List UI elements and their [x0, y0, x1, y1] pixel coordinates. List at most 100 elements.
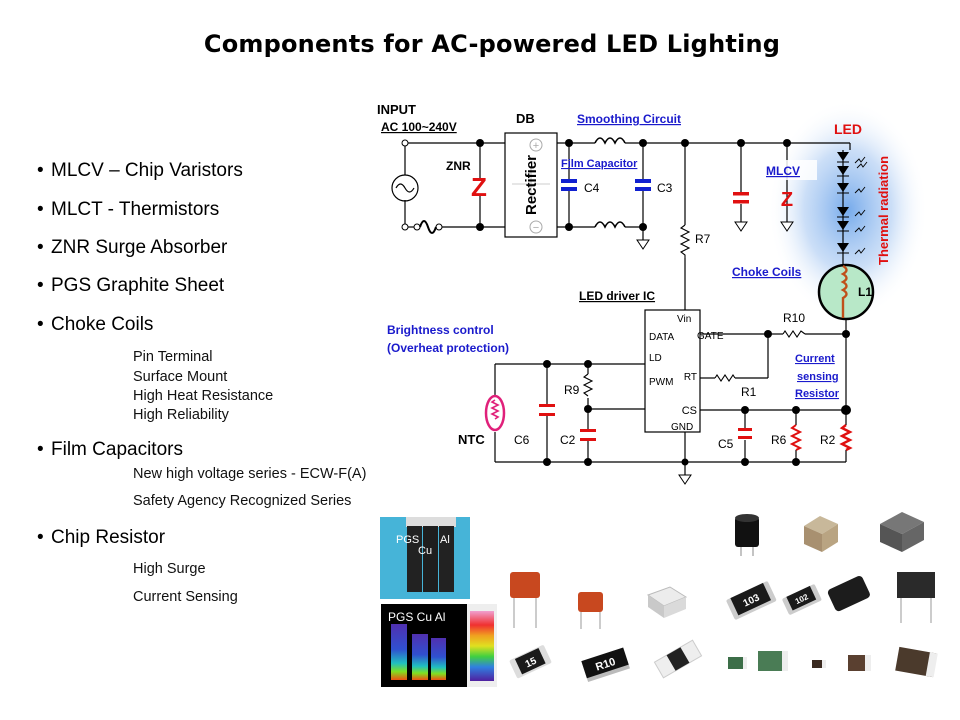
- ac-voltage-label: AC 100~240V: [381, 120, 457, 134]
- plus-terminal-icon: [529, 138, 543, 152]
- r10-label: R10: [783, 311, 805, 325]
- c4-label: C4: [584, 181, 600, 195]
- pin-rt-label: RT: [684, 372, 697, 383]
- pin-pwm-label: PWM: [649, 377, 673, 388]
- svg-text:PGS Cu Al: PGS Cu Al: [388, 610, 445, 624]
- minus-label: −: [533, 222, 539, 234]
- rectifier-label: Rectifier: [523, 155, 540, 215]
- bullet-pgs: •PGS Graphite Sheet: [37, 275, 225, 296]
- choke-coil-smd-photo: [804, 516, 838, 552]
- pin-cs-label: CS: [682, 405, 697, 417]
- pgs-thermal-image: PGS Cu Al: [381, 604, 497, 687]
- minus-terminal-icon: [529, 220, 543, 234]
- chip-inductor-photo: [758, 651, 788, 671]
- sub-item: New high voltage series - ECW-F(A): [133, 466, 367, 482]
- pin-gnd-label: GND: [671, 422, 693, 433]
- choke-coils-label: Choke Coils: [732, 265, 802, 279]
- sub-item: High Heat Resistance: [133, 388, 274, 404]
- svg-text:R10: R10: [594, 656, 617, 674]
- overheat-protection-label: (Overheat protection): [387, 341, 509, 355]
- current-sensing-label: Resistor: [795, 388, 840, 400]
- safety-capacitor-photo: [897, 572, 935, 623]
- film-capacitor-c3-icon: [635, 179, 651, 191]
- led-driver-ic-label: LED driver IC: [579, 289, 655, 303]
- chip-resistor-r10-photo: R10: [581, 647, 630, 682]
- capacitor-icon: [733, 192, 749, 204]
- fuse-icon: [413, 220, 443, 234]
- ground-icon: [636, 221, 794, 485]
- db-label: DB: [516, 111, 535, 126]
- current-sensing-label: Current: [795, 353, 835, 365]
- r2-label: R2: [820, 433, 836, 447]
- film-capacitor-photo: [510, 572, 540, 628]
- sub-item: Safety Agency Recognized Series: [133, 493, 352, 509]
- bullet-mlcv: •MLCV – Chip Varistors: [37, 160, 243, 181]
- resistor-r6-icon: [789, 424, 803, 451]
- input-terminal-icon: [401, 223, 409, 231]
- chip-inductor-photo: [848, 655, 871, 671]
- svg-text:Al: Al: [440, 534, 450, 546]
- choke-coil-pin-photo: [735, 514, 759, 556]
- led-glow: [768, 100, 928, 320]
- chip-inductor-photo: [895, 646, 938, 678]
- svg-text:PGS: PGS: [396, 534, 419, 546]
- mlcv-chip-photo: [646, 586, 688, 618]
- c2-label: C2: [560, 433, 576, 447]
- chip-inductor-photo: [812, 660, 826, 668]
- pin-gate-label: GATE: [697, 331, 724, 342]
- bullet-znr: •ZNR Surge Absorber: [37, 237, 228, 258]
- chip-resistor-102-photo: 102: [782, 584, 822, 615]
- input-label: INPUT: [377, 102, 416, 117]
- led-driver-ic: [644, 309, 701, 433]
- led-label: LED: [834, 121, 862, 137]
- bullet-chip-resistor: •Chip Resistor: [37, 527, 166, 548]
- sub-item: High Surge: [133, 561, 206, 577]
- r6-label: R6: [771, 433, 787, 447]
- c5-label: C5: [718, 437, 734, 451]
- svg-text:Cu: Cu: [418, 545, 432, 557]
- r1-label: R1: [741, 385, 757, 399]
- sub-item: Surface Mount: [133, 369, 228, 385]
- brightness-control-label: Brightness control: [387, 323, 494, 337]
- ntc-thermistor-icon: [484, 394, 506, 432]
- r9-label: R9: [564, 383, 580, 397]
- chip-resistor-103-photo: 103: [726, 581, 777, 620]
- chip-inductor-photo: [728, 657, 747, 669]
- resistor-r10-icon: [782, 330, 806, 338]
- sub-item: Current Sensing: [133, 589, 238, 605]
- znr-symbol-icon: Z: [471, 172, 487, 202]
- mlcv-label: MLCV: [766, 164, 800, 178]
- resistor-r2-icon: [839, 424, 853, 452]
- choke-coil-shielded-photo: [880, 512, 924, 552]
- input-terminal-icon: [401, 139, 409, 147]
- capacitor-c2-icon: [580, 429, 596, 441]
- bullet-choke-coils: •Choke Coils: [37, 314, 154, 335]
- svg-text:15: 15: [524, 656, 539, 671]
- pin-data-label: DATA: [649, 332, 675, 343]
- page-title: Components for AC-powered LED Lighting: [203, 30, 781, 58]
- led-string-icon: [837, 150, 868, 265]
- chip-resistor-15-photo: 15: [509, 645, 552, 679]
- pgs-sample-photo: PGS Cu Al: [380, 517, 470, 599]
- r7-label: R7: [695, 232, 711, 246]
- capacitor-c5-icon: [738, 428, 752, 439]
- sub-item: Pin Terminal: [133, 349, 213, 365]
- capacitor-c6-icon: [539, 404, 555, 416]
- pin-ld-label: LD: [649, 353, 662, 364]
- ntc-label: NTC: [458, 432, 485, 447]
- smoothing-circuit-label: Smoothing Circuit: [577, 112, 681, 126]
- film-capacitor-label: Film Capacitor: [561, 158, 638, 170]
- film-capacitor-c4-icon: [561, 179, 577, 191]
- c6-label: C6: [514, 433, 530, 447]
- c3-label: C3: [657, 181, 673, 195]
- junction-dot: [476, 139, 851, 466]
- thermal-radiation-label: Thermal radiation: [876, 156, 891, 265]
- bullet-mlct: •MLCT - Thermistors: [37, 199, 220, 220]
- inductor-icon: [594, 137, 626, 145]
- bullet-film-capacitors: •Film Capacitors: [37, 439, 183, 460]
- plus-label: +: [533, 140, 539, 152]
- current-sensing-label: sensing: [797, 371, 839, 383]
- ac-source-icon: [391, 174, 419, 202]
- resistor-r1-icon: [714, 374, 736, 382]
